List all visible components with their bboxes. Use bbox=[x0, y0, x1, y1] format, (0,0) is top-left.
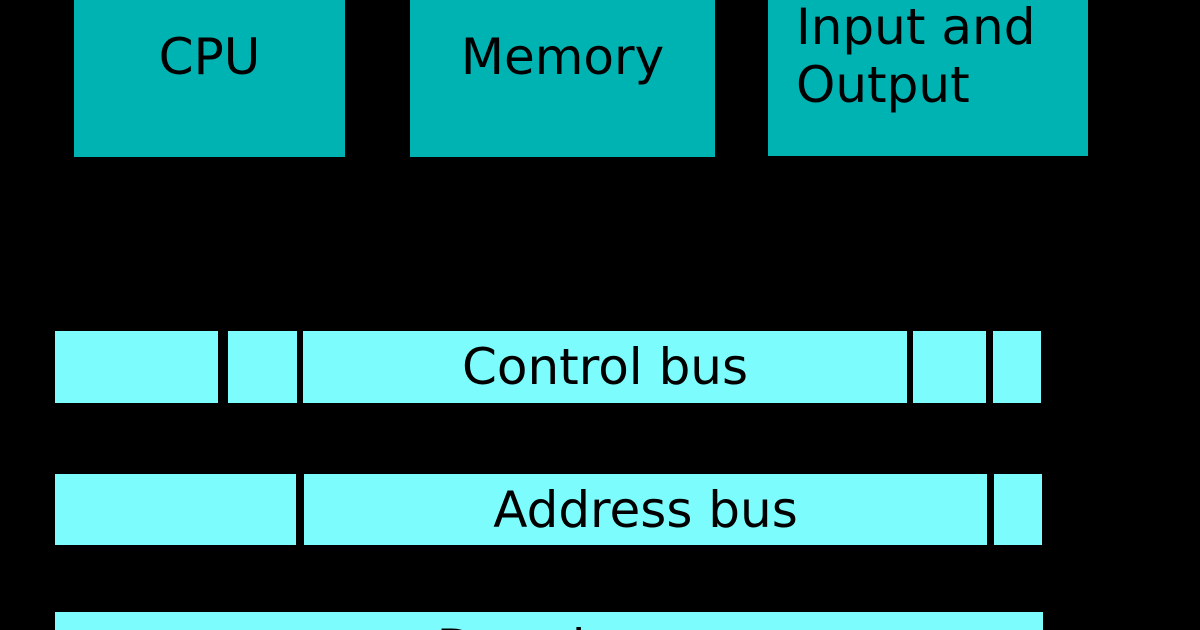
component-box-cpu: CPU bbox=[74, 0, 345, 157]
bus-segment bbox=[55, 612, 1043, 630]
bus-row-data: Data bus bbox=[0, 612, 1200, 630]
bus-row-address: Address bus bbox=[0, 474, 1200, 545]
component-box-memory: Memory bbox=[410, 0, 715, 157]
bus-segment bbox=[228, 331, 297, 403]
bus-segment bbox=[303, 331, 907, 403]
bus-segment bbox=[913, 331, 986, 403]
bus-row-control: Control bus bbox=[0, 331, 1200, 403]
bus-segment bbox=[994, 474, 1042, 545]
bus-segment bbox=[55, 474, 296, 545]
bus-segment bbox=[304, 474, 987, 545]
bus-segment bbox=[993, 331, 1041, 403]
bus-segment bbox=[55, 331, 218, 403]
component-box-input-output: Input and Output bbox=[768, 0, 1088, 156]
